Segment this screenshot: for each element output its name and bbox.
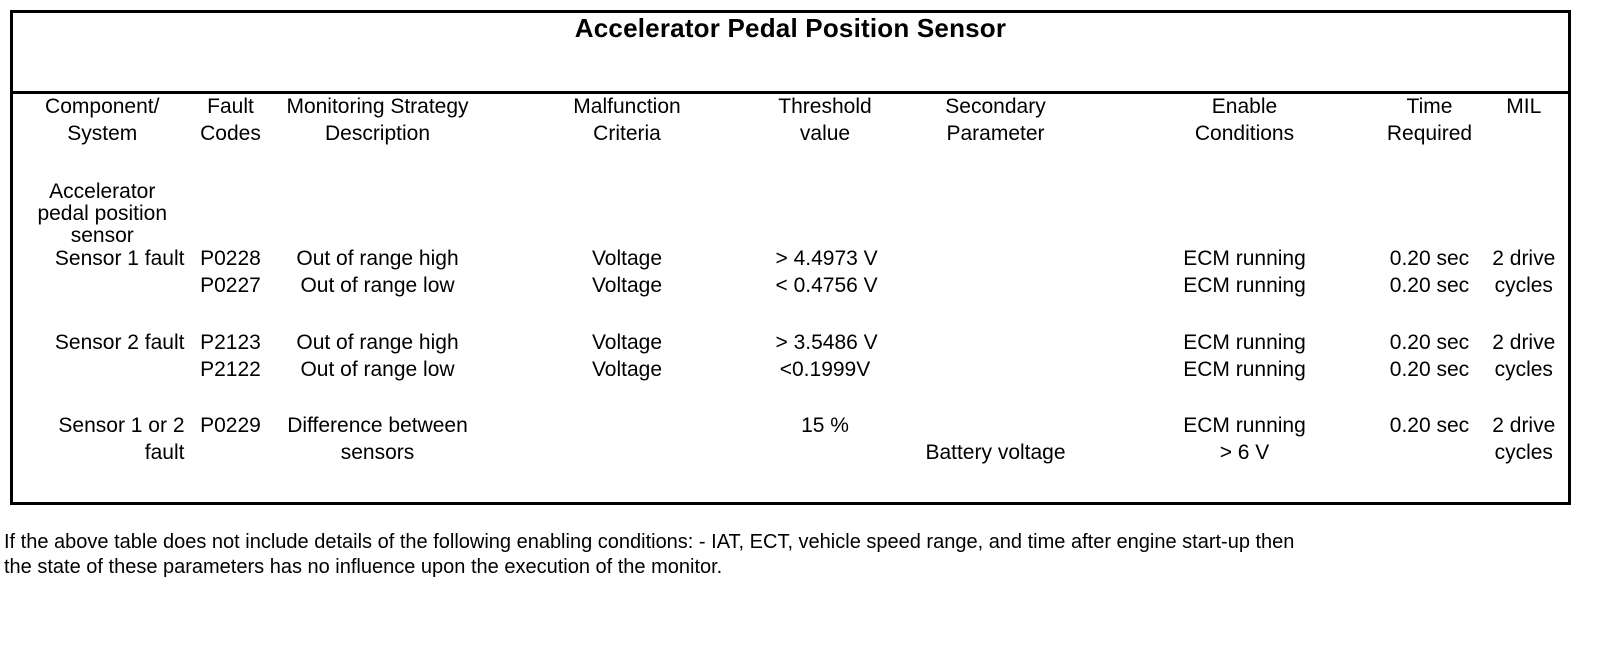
header-line-2: value xyxy=(799,121,851,145)
mil-group-1-line-1: 2 drive xyxy=(1492,247,1556,270)
cell-enable-conditions: ECM running ECM running ECM running ECM … xyxy=(1110,177,1380,504)
component-sensor-1-or-2-label-line-2: fault xyxy=(144,441,185,464)
mil-group-2-line-1: 2 drive xyxy=(1492,331,1556,354)
enable-condition-2: ECM running xyxy=(1183,274,1306,297)
component-sensor-1-label: Sensor 1 fault xyxy=(54,247,185,270)
fault-code-p0229: P0229 xyxy=(200,414,261,437)
header-line-1: Component/ xyxy=(45,95,160,118)
fault-code-p2122: P2122 xyxy=(200,358,261,381)
time-required-1: 0.20 sec xyxy=(1389,247,1470,270)
secondary-parameter-battery-voltage: Battery voltage xyxy=(925,441,1066,464)
strategy-difference-line-2: sensors xyxy=(340,441,415,464)
threshold-sensor-2-low: <0.1999V xyxy=(779,358,871,381)
header-line-1: Malfunction xyxy=(573,95,681,118)
column-header-mil: MIL xyxy=(1480,93,1570,178)
cell-fault-codes: P0228 P0227 P2123 P2122 P0229 xyxy=(192,177,270,504)
column-header-fault-codes: Fault Codes xyxy=(192,93,270,178)
component-sensor-2-label: Sensor 2 fault xyxy=(54,331,185,354)
criteria-sensor-2-high: Voltage xyxy=(591,331,663,354)
header-line-2: Description xyxy=(324,121,431,145)
column-header-malfunction-criteria: Malfunction Criteria xyxy=(486,93,769,178)
cell-monitoring-strategy-description: Out of range high Out of range low Out o… xyxy=(270,177,486,504)
footnote-line-1: If the above table does not include deta… xyxy=(4,531,1295,553)
cell-component-system: Accelerator pedal position sensor Sensor… xyxy=(12,177,192,504)
time-required-5: 0.20 sec xyxy=(1389,414,1470,437)
enable-condition-5-line-2: > 6 V xyxy=(1219,441,1270,464)
header-line-1: Secondary xyxy=(945,95,1046,118)
fault-code-p0228: P0228 xyxy=(200,247,261,270)
column-header-threshold-value: Threshold value xyxy=(769,93,882,178)
cell-malfunction-criteria: Voltage Voltage Voltage Voltage xyxy=(486,177,769,504)
header-line-1: MIL xyxy=(1506,95,1542,118)
fault-code-p2123: P2123 xyxy=(200,331,261,354)
column-header-time-required: Time Required xyxy=(1380,93,1480,178)
threshold-difference: 15 % xyxy=(801,414,849,437)
column-header-secondary-parameter: Secondary Parameter xyxy=(882,93,1110,178)
fault-code-p0227: P0227 xyxy=(200,274,261,297)
threshold-sensor-1-high: > 4.4973 V xyxy=(775,247,878,270)
component-name-line-3: sensor xyxy=(70,224,134,247)
threshold-sensor-2-high: > 3.5486 V xyxy=(775,331,878,354)
component-sensor-1-or-2-label-line-1: Sensor 1 or 2 xyxy=(58,414,185,437)
header-line-1: Threshold xyxy=(778,95,872,118)
component-name-line-1: Accelerator xyxy=(49,180,156,203)
criteria-sensor-1-low: Voltage xyxy=(591,274,663,297)
criteria-sensor-2-low: Voltage xyxy=(591,358,663,381)
cell-secondary-parameter: Battery voltage xyxy=(882,177,1110,504)
header-line-1: Fault xyxy=(207,95,254,118)
enable-condition-4: ECM running xyxy=(1183,358,1306,381)
dtc-monitor-table: Accelerator Pedal Position Sensor Compon… xyxy=(10,10,1572,505)
strategy-difference-line-1: Difference between xyxy=(287,414,468,437)
table-header-row: Component/ System Fault Codes Monitoring… xyxy=(12,93,1570,178)
strategy-sensor-1-low: Out of range low xyxy=(300,274,455,297)
header-line-1: Time xyxy=(1406,95,1453,118)
table-body-row: Accelerator pedal position sensor Sensor… xyxy=(12,177,1570,504)
strategy-sensor-2-low: Out of range low xyxy=(300,358,455,381)
header-line-2: System xyxy=(67,121,138,145)
enable-condition-3: ECM running xyxy=(1183,331,1306,354)
mil-group-3-line-2: cycles xyxy=(1494,441,1553,464)
strategy-sensor-1-high: Out of range high xyxy=(296,247,459,270)
mil-group-3-line-1: 2 drive xyxy=(1492,414,1556,437)
criteria-sensor-1-high: Voltage xyxy=(591,247,663,270)
header-line-2: Parameter xyxy=(946,121,1045,145)
time-required-2: 0.20 sec xyxy=(1389,274,1470,297)
header-line-2: Required xyxy=(1386,121,1473,145)
enable-condition-5-line-1: ECM running xyxy=(1183,414,1306,437)
threshold-sensor-1-low: < 0.4756 V xyxy=(775,274,878,297)
column-header-enable-conditions: Enable Conditions xyxy=(1110,93,1380,178)
footnote-line-2: the state of these parameters has no inf… xyxy=(4,556,723,578)
enable-condition-1: ECM running xyxy=(1183,247,1306,270)
header-line-1: Enable xyxy=(1211,95,1278,118)
header-line-2: Codes xyxy=(200,121,261,145)
cell-time-required: 0.20 sec 0.20 sec 0.20 sec 0.20 sec 0.20… xyxy=(1380,177,1480,504)
footnote: If the above table does not include deta… xyxy=(4,530,1584,580)
time-required-4: 0.20 sec xyxy=(1389,358,1470,381)
component-name-line-2: pedal position xyxy=(37,202,168,225)
mil-group-2-line-2: cycles xyxy=(1494,358,1553,381)
column-header-component-system: Component/ System xyxy=(12,93,192,178)
header-line-2: Conditions xyxy=(1194,121,1295,145)
column-header-monitoring-strategy-description: Monitoring Strategy Description xyxy=(270,93,486,178)
strategy-sensor-2-high: Out of range high xyxy=(296,331,459,354)
mil-group-1-line-2: cycles xyxy=(1494,274,1553,297)
cell-mil: 2 drive cycles 2 drive cycles 2 drive cy… xyxy=(1480,177,1570,504)
page-title: Accelerator Pedal Position Sensor xyxy=(574,13,1007,43)
header-line-2: Criteria xyxy=(593,121,661,145)
table-title-row: Accelerator Pedal Position Sensor xyxy=(11,11,1570,94)
time-required-3: 0.20 sec xyxy=(1389,331,1470,354)
table-title-cell: Accelerator Pedal Position Sensor xyxy=(11,11,1570,94)
header-line-1: Monitoring Strategy xyxy=(286,95,469,118)
cell-threshold-value: > 4.4973 V < 0.4756 V > 3.5486 V <0.1999… xyxy=(769,177,882,504)
